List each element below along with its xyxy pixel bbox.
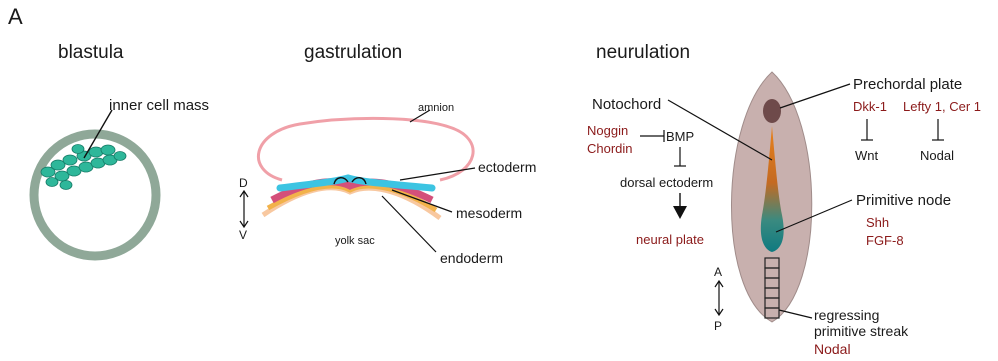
- induction-arrowhead: [673, 206, 687, 219]
- axis-anterior-label: A: [714, 265, 722, 279]
- ectoderm-leader: [400, 168, 475, 180]
- primitive-node-label: Primitive node: [856, 192, 951, 209]
- regressing-streak-leader: [779, 310, 812, 318]
- axis-dorsal-label: D: [239, 176, 248, 190]
- prechordal-plate-shape: [763, 99, 781, 123]
- noggin-label: Noggin: [587, 123, 628, 138]
- axis-posterior-label: P: [714, 319, 722, 333]
- chordin-label: Chordin: [587, 141, 633, 156]
- blastula-title: blastula: [58, 42, 124, 63]
- neurulation-title: neurulation: [596, 42, 690, 63]
- ectoderm-label: ectoderm: [478, 159, 536, 175]
- regressing-label-line2: primitive streak: [814, 323, 909, 339]
- inner-cell-mass-label: inner cell mass: [109, 97, 209, 114]
- yolk-sac-label: yolk sac: [335, 235, 375, 247]
- amnion-label: amnion: [418, 102, 454, 114]
- axis-ventral-label: V: [239, 228, 247, 242]
- neural-plate-label: neural plate: [636, 232, 704, 247]
- lefty-cer-label: Lefty 1, Cer 1: [903, 99, 981, 114]
- dorsal-ectoderm-label: dorsal ectoderm: [620, 175, 713, 190]
- bmp-label: BMP: [666, 129, 694, 144]
- prechordal-plate-leader: [780, 84, 850, 108]
- dkk1-label: Dkk-1: [853, 99, 887, 114]
- panel-letter: A: [8, 4, 23, 29]
- amnion-membrane: [258, 118, 473, 180]
- shh-label: Shh: [866, 215, 889, 230]
- regressing-label-line1: regressing: [814, 307, 879, 323]
- wnt-label: Wnt: [855, 148, 879, 163]
- gastrulation-title: gastrulation: [304, 42, 402, 63]
- nodal-target-label: Nodal: [920, 148, 954, 163]
- endoderm-label: endoderm: [440, 250, 503, 266]
- fgf8-label: FGF-8: [866, 233, 904, 248]
- mesoderm-label: mesoderm: [456, 205, 522, 221]
- nodal-streak-label: Nodal: [814, 341, 851, 357]
- prechordal-plate-label: Prechordal plate: [853, 76, 962, 93]
- notochord-label: Notochord: [592, 96, 661, 113]
